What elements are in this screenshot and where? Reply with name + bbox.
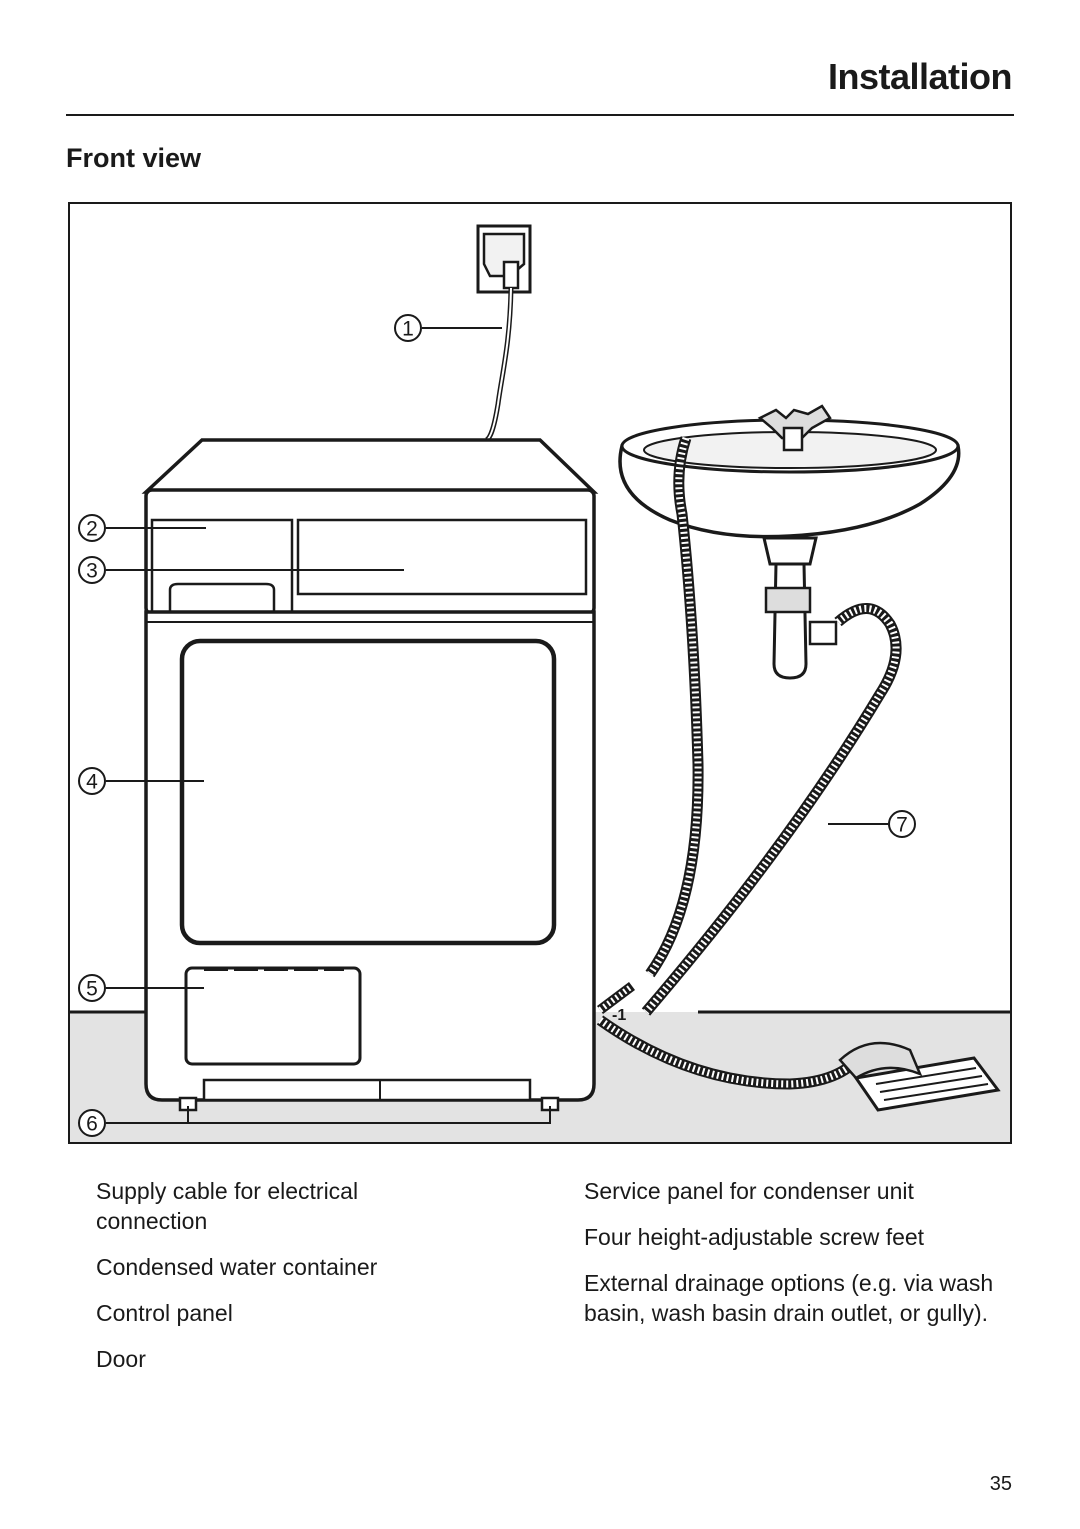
svg-text:3: 3: [86, 560, 98, 583]
condenser-service-panel: [184, 966, 362, 1066]
legend-right-column: Service panel for condenser unit Four he…: [584, 1176, 1014, 1344]
svg-text:7: 7: [896, 814, 908, 837]
callout-5: 5: [78, 974, 106, 1002]
basin-trap: [772, 562, 808, 680]
faucet: [757, 404, 832, 442]
callout-7: 7: [888, 810, 916, 838]
callout-6: 6: [78, 1109, 106, 1137]
legend-item-7: External drainage options (e.g. via wash…: [584, 1270, 994, 1326]
header-rule: [66, 114, 1014, 116]
dryer-door: [179, 638, 557, 946]
dryer-machine: [141, 438, 599, 1112]
floor-gully: [838, 1041, 1001, 1112]
front-view-figure: -1 1 2 3 4 5 6 7: [68, 202, 1012, 1144]
section-title: Front view: [66, 143, 202, 173]
legend-item-5: Service panel for condenser unit: [584, 1178, 914, 1204]
wash-basin: [618, 404, 961, 680]
svg-text:1: 1: [402, 318, 414, 341]
supply-cable: [484, 287, 514, 443]
legend-item-1: Supply cable for electrical connection: [96, 1178, 359, 1234]
callout-4: 4: [78, 767, 106, 795]
callout-2: 2: [78, 514, 106, 542]
svg-text:6: 6: [86, 1113, 98, 1136]
legend-item-6: Four height-adjustable screw feet: [584, 1224, 925, 1250]
legend-item-3: Control panel: [96, 1300, 233, 1326]
svg-text:5: 5: [86, 978, 98, 1001]
callout-3: 3: [78, 556, 106, 584]
svg-text:4: 4: [86, 771, 98, 794]
leader-lines: [106, 327, 888, 1124]
page-number: 35: [989, 1473, 1012, 1495]
legend-left-column: Supply cable for electrical connection C…: [96, 1176, 466, 1390]
legend-item-2: Condensed water container: [96, 1254, 378, 1280]
wall-socket: [476, 224, 532, 294]
drain-hose-to-gully: [596, 1015, 865, 1090]
front-view-illustration: -1 1 2 3 4 5 6 7: [70, 224, 1010, 1142]
drain-hose-to-trap: [641, 603, 902, 1016]
callout-1: 1: [394, 314, 422, 342]
page-header-title: Installation: [827, 56, 1013, 97]
legend-item-4: Door: [96, 1346, 146, 1372]
drain-connection-mark: -1: [612, 1007, 626, 1024]
svg-text:2: 2: [86, 518, 98, 541]
